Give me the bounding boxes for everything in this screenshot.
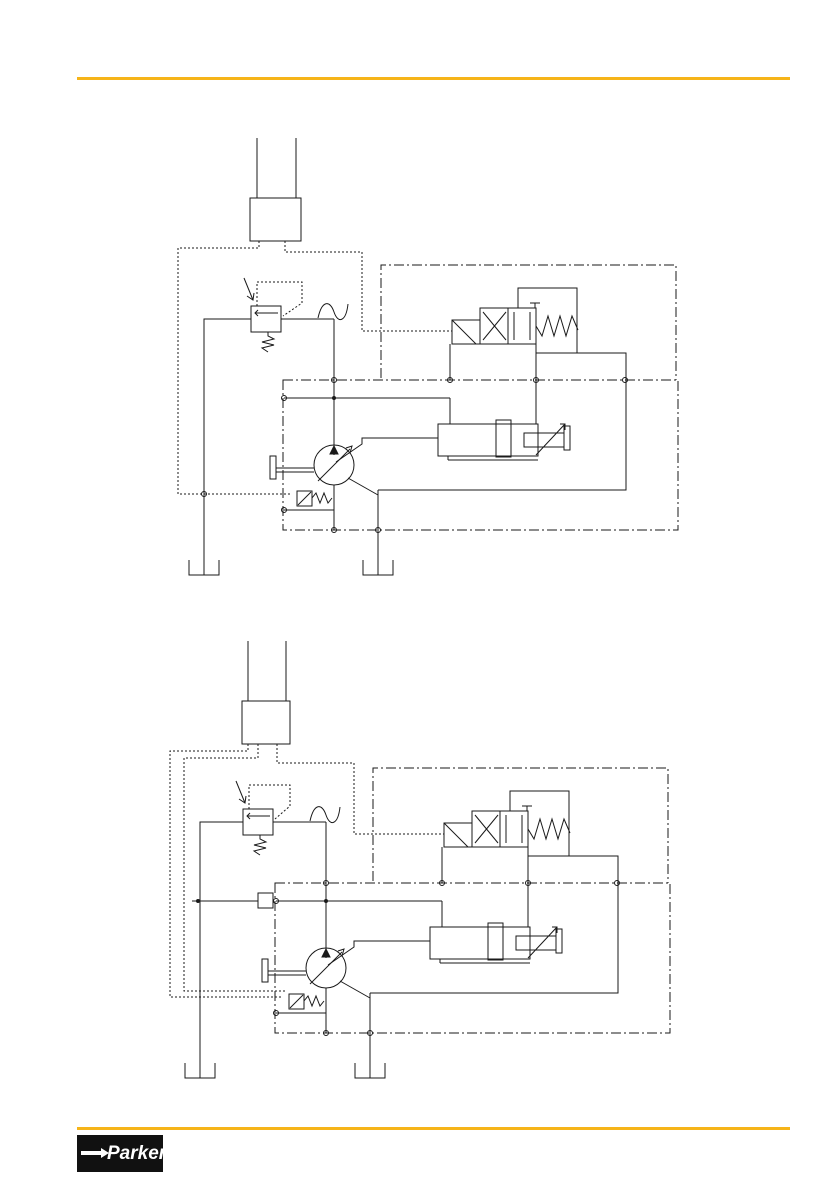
schematic-bottom	[170, 641, 670, 1078]
parker-logo-mark-icon	[81, 1148, 109, 1158]
logo-text: Parker	[107, 1143, 166, 1165]
parker-logo: Parker	[77, 1135, 163, 1172]
actuator-box	[250, 198, 301, 241]
actuator-box	[242, 701, 290, 744]
schematic-top	[178, 138, 678, 575]
